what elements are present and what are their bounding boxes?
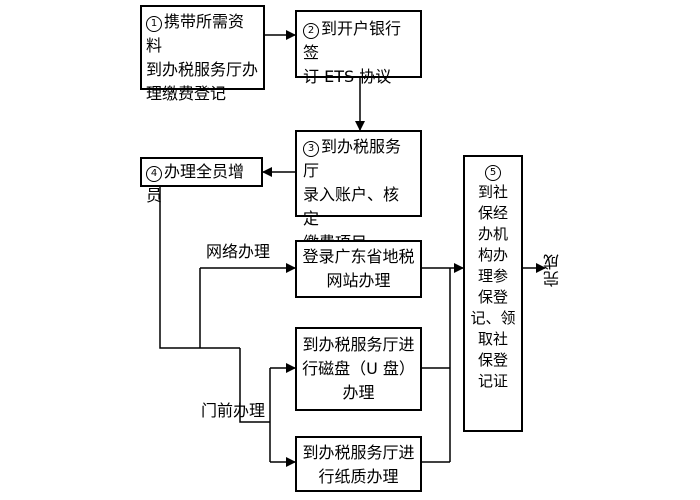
step2-number: 2 [303, 23, 319, 39]
counter-label: 门前办理 [201, 401, 266, 420]
step5-box: 5 到社 保经 办机 构办 理参 保登 记、领 取社 保登 记证 [463, 155, 523, 432]
disk-text: 到办税服务厅进 行磁盘（U 盘） 办理 [302, 335, 415, 402]
done-label: 完成 [543, 253, 562, 287]
step3-number: 3 [303, 141, 319, 157]
line-box4-branch [159, 187, 240, 349]
step2-text: 到开户银行签 订 ETS 协议 [303, 19, 402, 86]
disk-box: 到办税服务厅进 行磁盘（U 盘） 办理 [295, 327, 422, 411]
step4-number: 4 [146, 166, 162, 182]
paper-box: 到办税服务厅进 行纸质办理 [295, 436, 422, 492]
line-counter-branch [239, 348, 270, 423]
step1-number: 1 [146, 16, 162, 32]
online-label: 网络办理 [206, 242, 271, 261]
online-text: 登录广东省地税 网站办理 [302, 247, 415, 290]
step5-text: 到社 保经 办机 构办 理参 保登 记、领 取社 保登 记证 [470, 183, 516, 390]
step5-number: 5 [485, 165, 501, 181]
step4-text: 办理全员增员 [146, 162, 245, 205]
online-box: 登录广东省地税 网站办理 [295, 240, 422, 298]
paper-text: 到办税服务厅进 行纸质办理 [302, 443, 415, 486]
step1-text: 携带所需资料 到办税服务厅办 理缴费登记 [146, 12, 259, 103]
